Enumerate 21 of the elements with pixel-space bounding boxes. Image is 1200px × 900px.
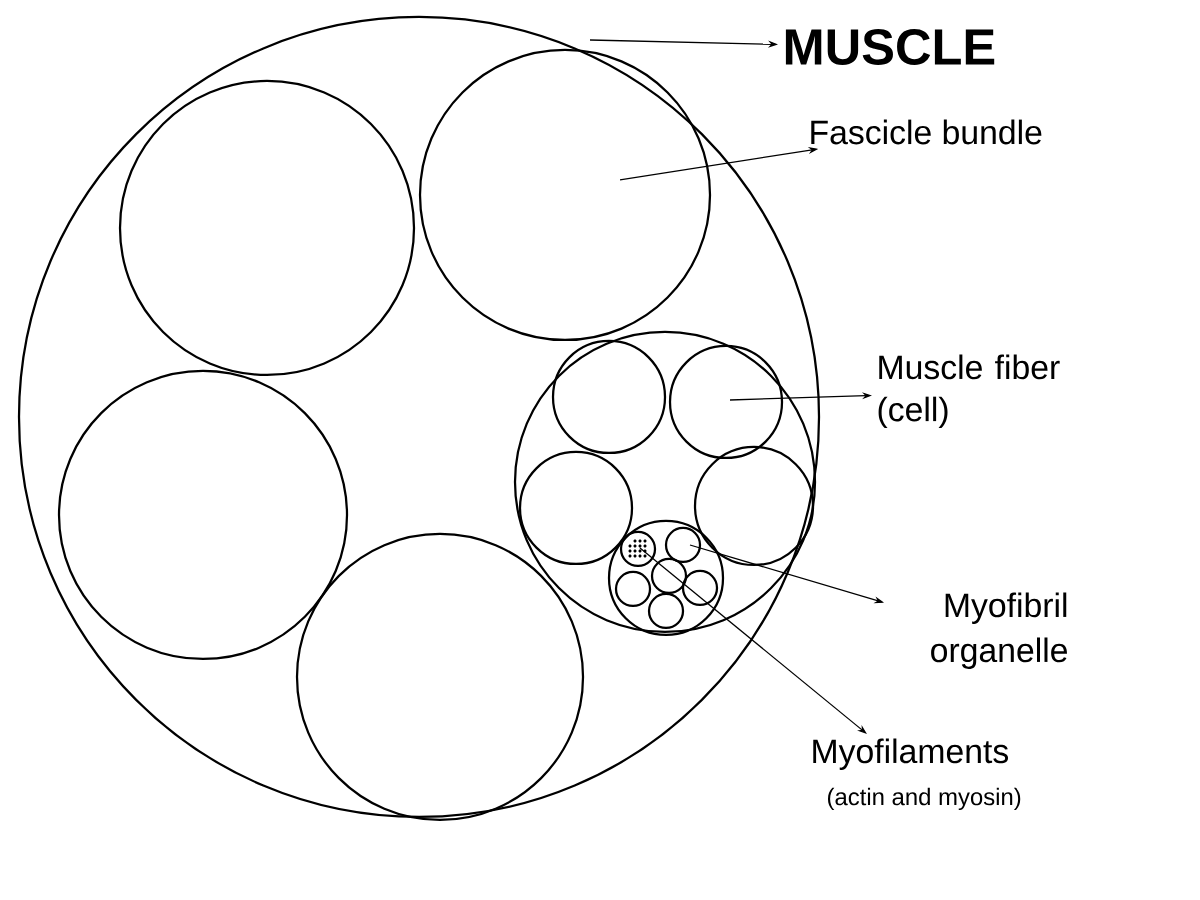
fiber-circle [693, 445, 815, 567]
myofibril-circle [619, 530, 657, 568]
myofibril-circle [614, 570, 652, 608]
fiber-circle [607, 519, 725, 637]
fiber-circle [551, 339, 667, 455]
fascicle-circle [513, 330, 817, 634]
myofibril-circle [650, 557, 688, 595]
fascicle-circle [295, 532, 585, 822]
fascicle-circle [418, 48, 712, 342]
myofibril-circle [681, 569, 719, 607]
label-text: Fascicle bundle [811, 119, 1042, 145]
label-text: Myofibril organelle [931, 592, 1067, 669]
myofibril-circle [647, 592, 685, 630]
fascicle-circle [118, 79, 416, 377]
label-text: Myofilaments (actin and myosin) [813, 738, 1021, 811]
fascicle-circle [57, 369, 349, 661]
fiber-circle [668, 344, 784, 460]
label-text: Muscle fiber (cell) [878, 354, 1060, 429]
myofibril-circle [664, 526, 702, 564]
fiber-circle [518, 450, 634, 566]
label-text: MUSCLE [785, 29, 995, 65]
